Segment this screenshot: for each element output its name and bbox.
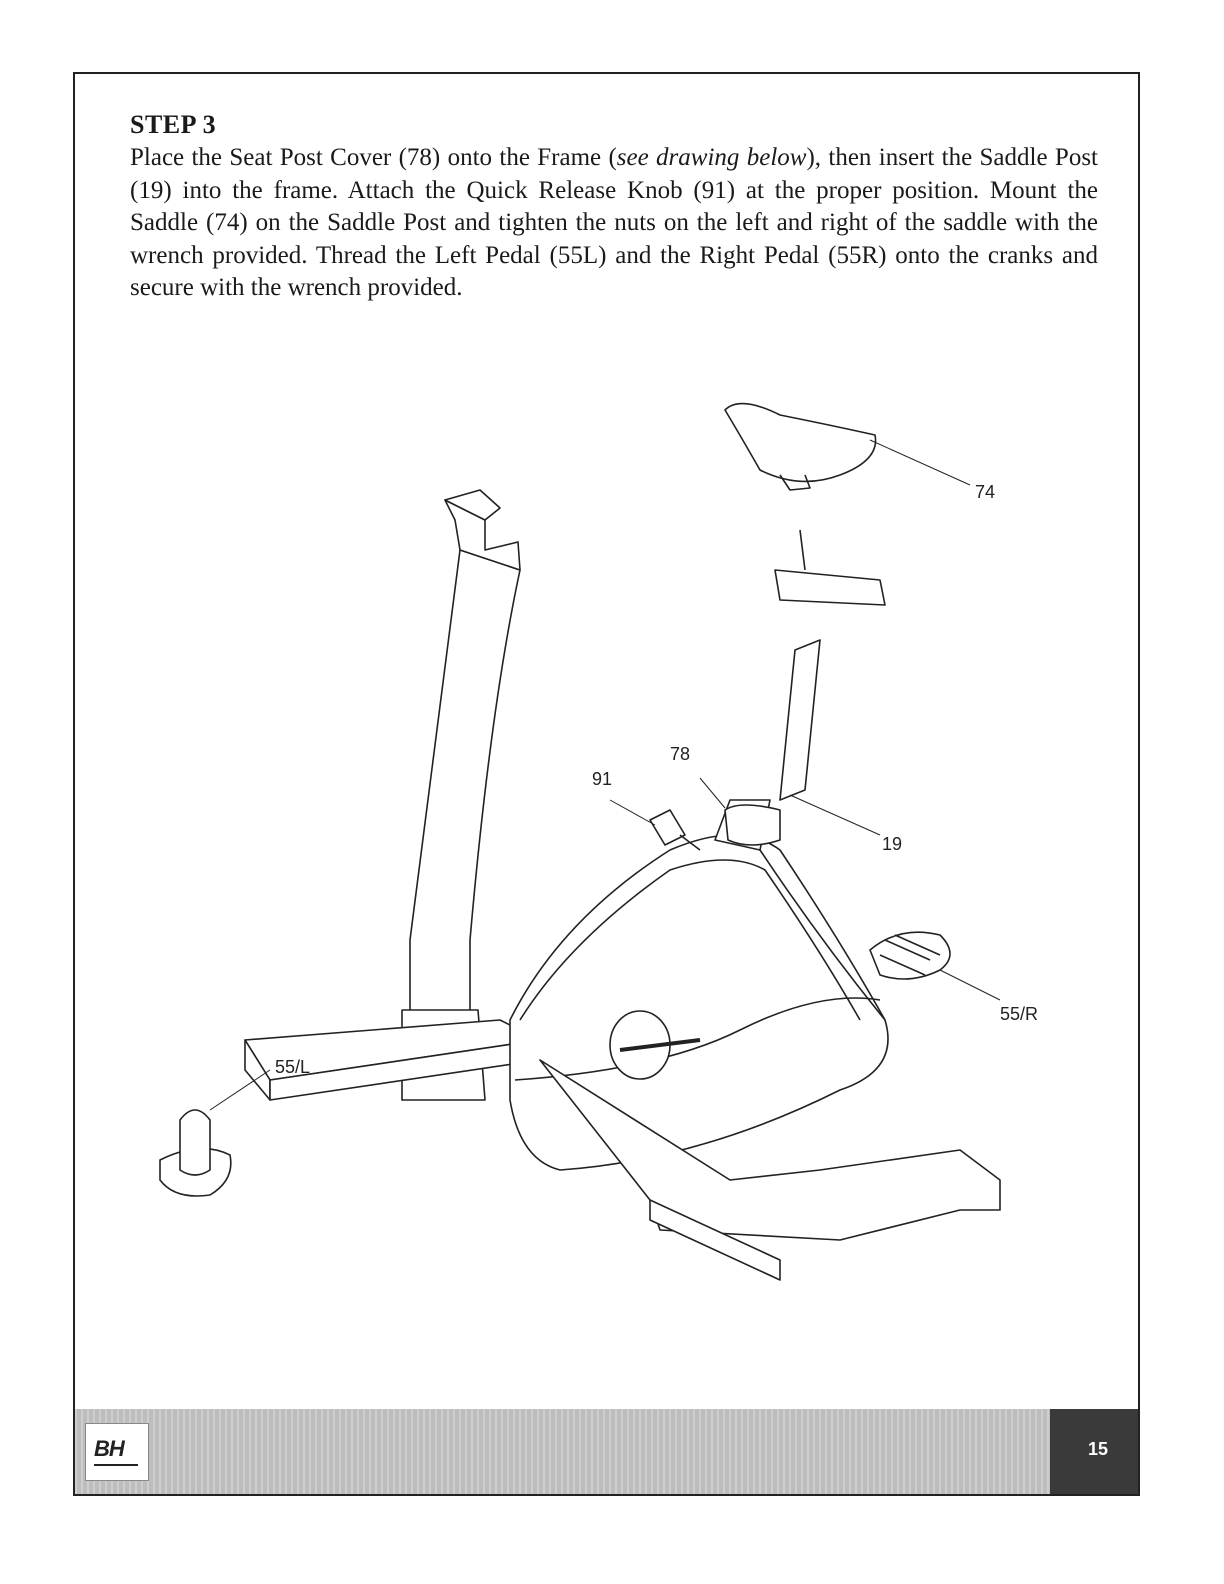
instructions-part-1: Place the Seat Post Cover (78) onto the … [130,144,617,171]
quick-release-knob [649,809,701,851]
label-78: 78 [670,744,690,764]
label-55r: 55/R [1000,1004,1038,1024]
logo-underline [94,1464,138,1466]
page-footer: BH 15 [75,1409,1138,1494]
step-instructions: Place the Seat Post Cover (78) onto the … [130,142,1098,305]
label-19: 19 [882,834,902,854]
page-number: 15 [1087,1439,1108,1459]
rear-stabilizer [539,1059,1001,1281]
left-pedal [159,1109,232,1197]
instructions-part-2: ), then insert the Saddle Post (19) into… [130,144,1098,301]
instructions-italic: see drawing below [616,144,807,171]
saddle [724,402,877,491]
page-frame [73,72,1140,1496]
label-55l: 55/L [275,1057,310,1077]
leader-lines [209,439,1001,1111]
page-number-box: 15 [1050,1409,1138,1494]
saddle-post [774,529,886,801]
bh-logo: BH [85,1423,149,1481]
label-74: 74 [975,482,995,502]
assembly-diagram: 74 78 91 19 55/R 55/L [159,402,1038,1281]
seat-post-cover [724,804,781,846]
flywheel-housing [509,834,889,1171]
footer-pattern [75,1409,1138,1494]
right-pedal [869,931,951,980]
logo-text: BH [94,1436,125,1461]
handlebar-column [401,489,521,1101]
label-91: 91 [592,769,612,789]
step-title: STEP 3 [130,110,217,139]
